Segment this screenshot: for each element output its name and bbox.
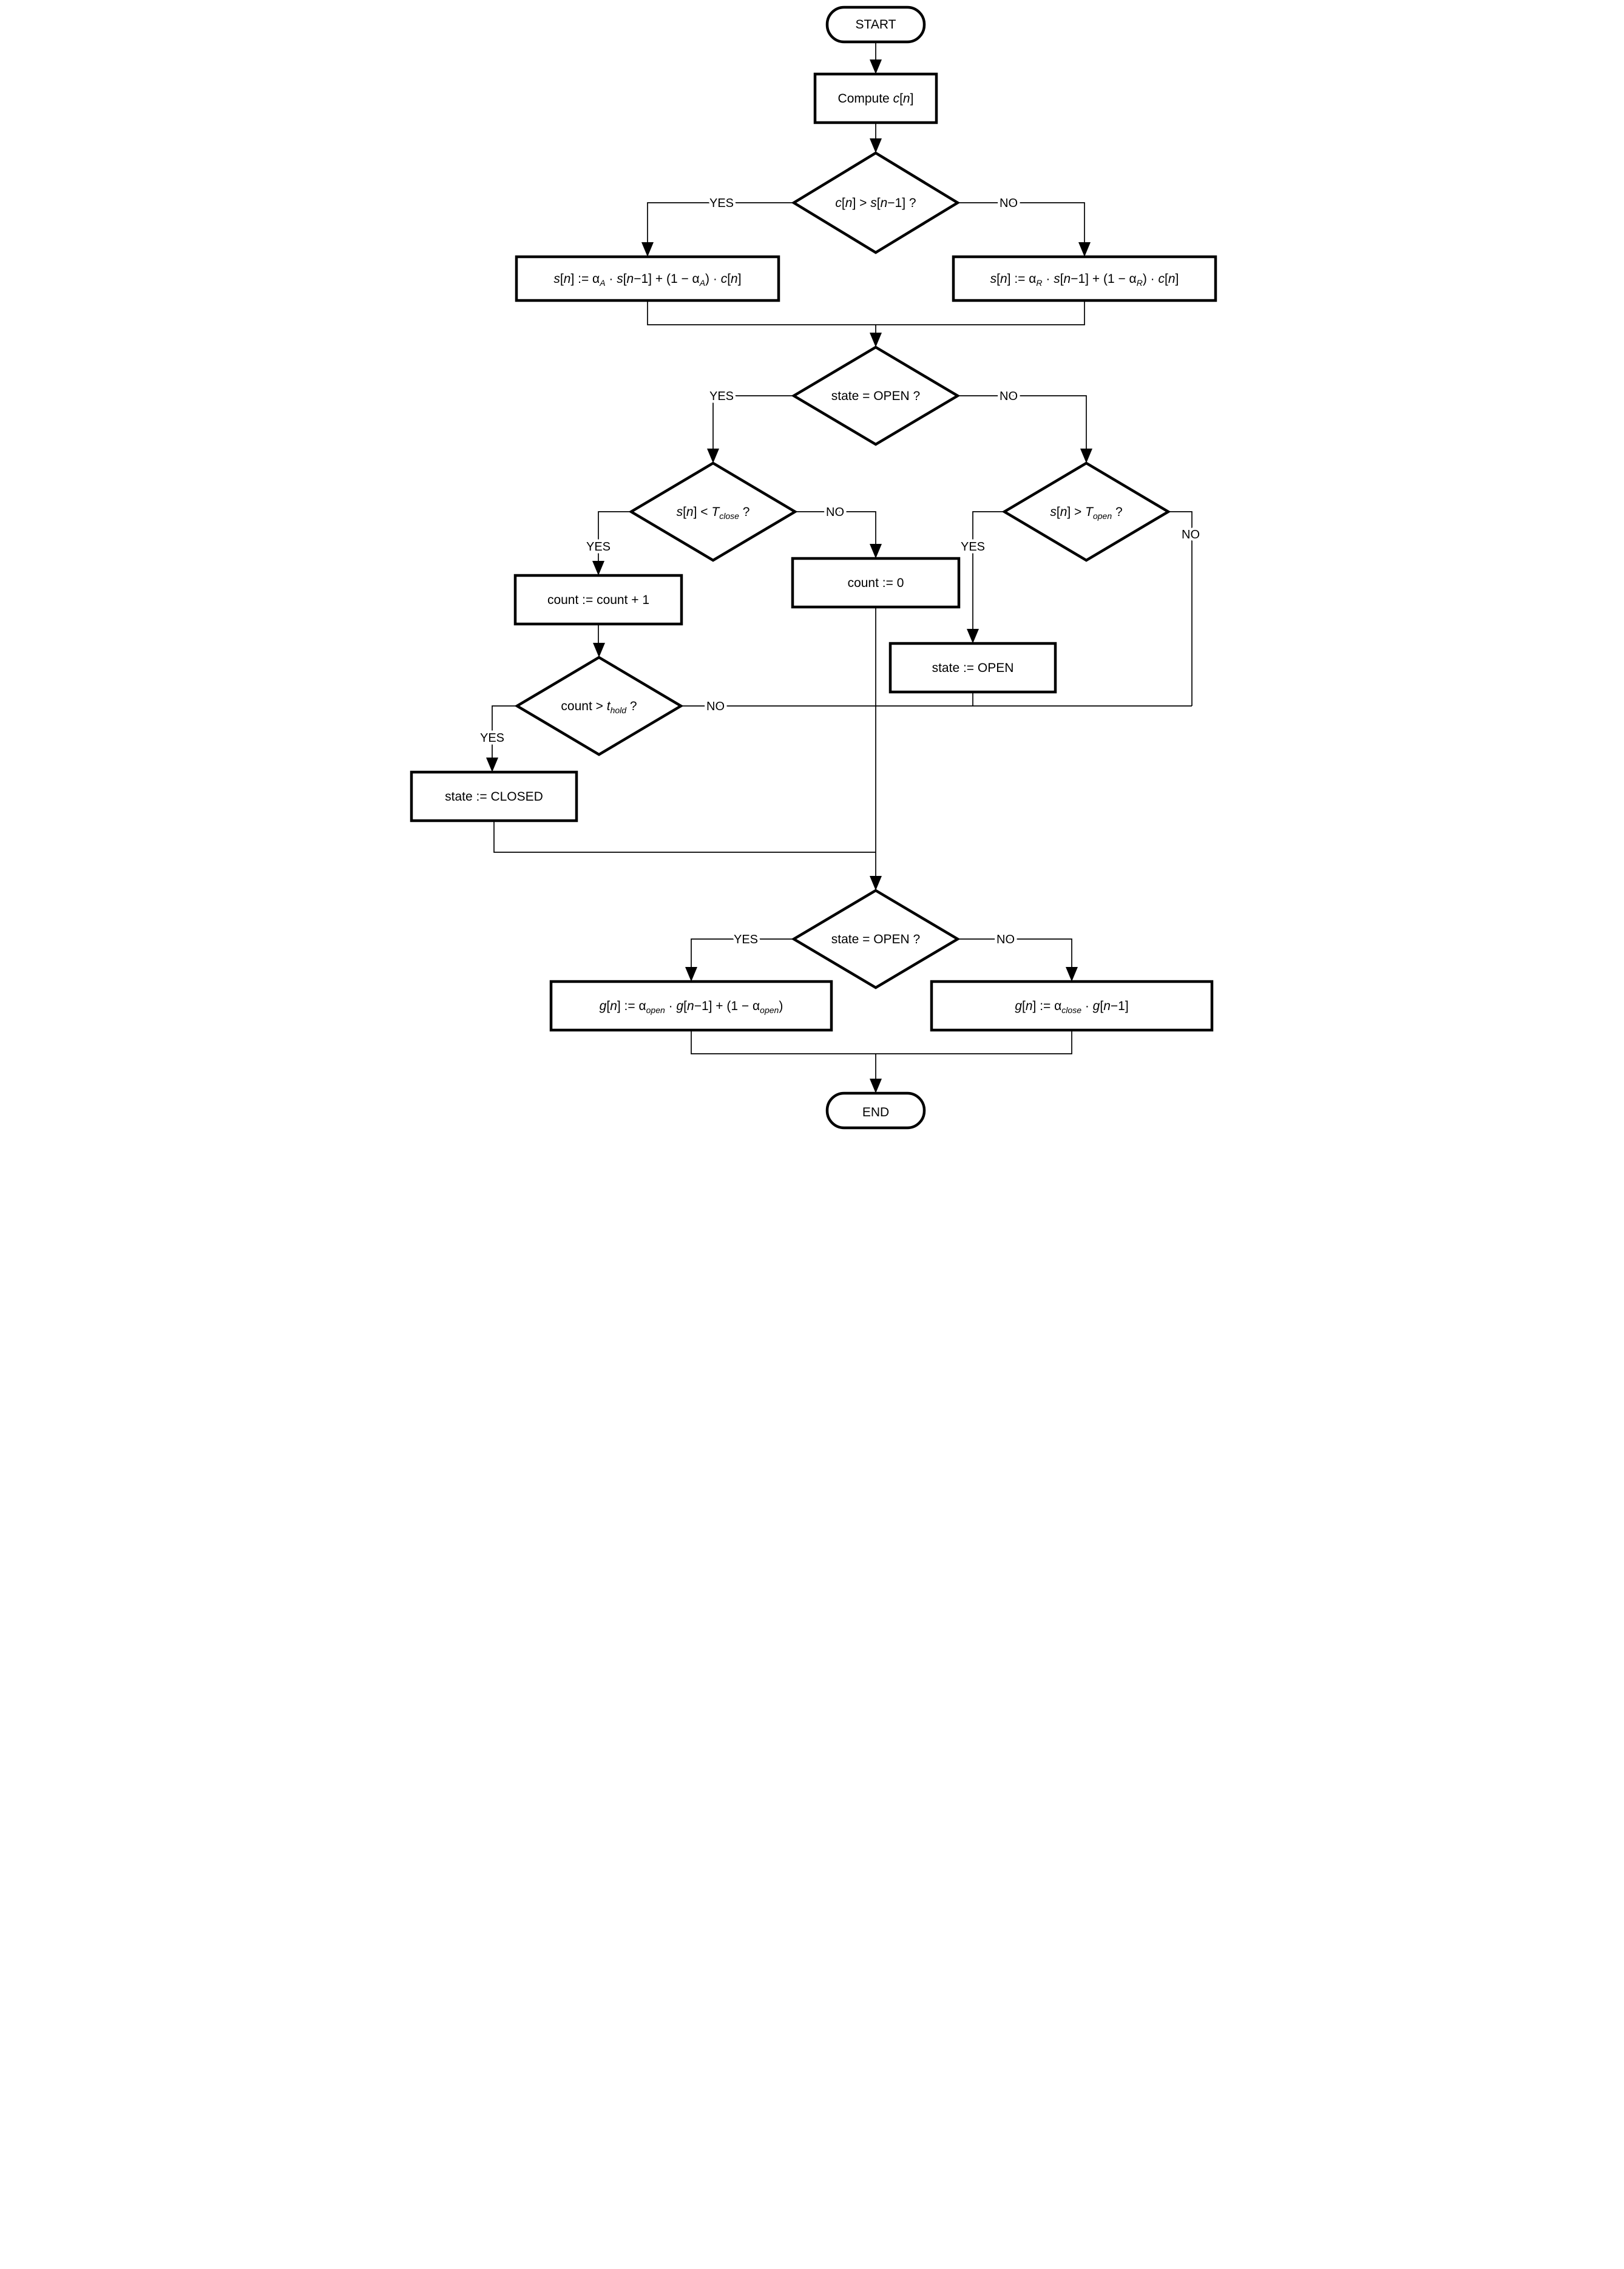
thold-yes-label: YES — [480, 731, 504, 745]
start-terminal — [825, 5, 926, 44]
arrowhead-icon — [870, 333, 882, 347]
state-bottom-no-label: NO — [996, 933, 1015, 946]
edge-closed-return — [493, 821, 876, 853]
reset-count-process — [791, 557, 961, 609]
release-update-label: s[n] := αR · s[n−1] + (1 − αR) · c[n] — [990, 272, 1179, 288]
arrowhead-icon — [967, 629, 979, 643]
state-top-yes-label: YES — [709, 390, 734, 403]
end-terminal — [825, 1091, 926, 1130]
state-open-top-label: state = OPEN ? — [831, 389, 921, 403]
arrowhead-icon — [641, 242, 654, 257]
close-threshold-label: s[n] < Tclose ? — [677, 505, 750, 521]
compute-process — [813, 72, 938, 124]
end-label: END — [862, 1105, 889, 1119]
gain-close-label: g[n] := αclose · g[n−1] — [1015, 999, 1128, 1015]
edge-envelope-yes — [647, 202, 794, 242]
thold-no-label: NO — [706, 700, 725, 713]
arrowhead-icon — [870, 876, 882, 890]
arrowhead-icon — [707, 449, 719, 463]
set-state-open-label: state := OPEN — [932, 661, 1014, 675]
state-open-decision-bottom — [791, 889, 961, 989]
gain-open-label: g[n] := αopen · g[n−1] + (1 − αopen) — [600, 999, 783, 1015]
increment-count-process — [513, 574, 683, 626]
set-state-open-process — [888, 642, 1057, 694]
edge-stateopen1-yes — [712, 395, 794, 449]
close-threshold-decision — [628, 461, 798, 562]
set-state-closed-process — [410, 770, 578, 822]
edge-gain-merge — [691, 1030, 1072, 1054]
topen-yes-label: YES — [961, 540, 985, 554]
attack-update-label: s[n] := αA · s[n−1] + (1 − αA) · c[n] — [553, 272, 741, 288]
state-open-decision-top — [791, 345, 961, 446]
open-threshold-decision — [1001, 461, 1171, 562]
set-state-closed-label: state := CLOSED — [445, 790, 543, 804]
arrowhead-icon — [870, 59, 882, 74]
edge-stateopen1-no — [958, 395, 1087, 449]
gain-close-process — [930, 980, 1214, 1032]
flowchart-page: START Compute c[n] c[n] > s[n−1] ? s[n] … — [406, 0, 1218, 1134]
flowchart-canvas: START Compute c[n] c[n] > s[n−1] ? s[n] … — [410, 5, 1217, 1130]
edge-tclose-no — [795, 511, 876, 544]
compute-label: Compute c[n] — [838, 92, 914, 106]
gain-open-process — [549, 980, 833, 1032]
state-top-no-label: NO — [1000, 390, 1018, 403]
tclose-no-label: NO — [826, 506, 844, 519]
arrowhead-icon — [1078, 242, 1091, 257]
envelope-no-label: NO — [1000, 197, 1018, 210]
arrowhead-icon — [1080, 449, 1092, 463]
envelope-decision-label: c[n] > s[n−1] ? — [835, 196, 916, 210]
arrowhead-icon — [870, 544, 882, 558]
topen-no-label: NO — [1182, 528, 1200, 541]
arrowhead-icon — [593, 643, 605, 657]
open-threshold-label: s[n] > Topen ? — [1050, 505, 1122, 521]
arrowhead-icon — [870, 138, 882, 153]
arrowhead-icon — [486, 758, 498, 772]
envelope-yes-label: YES — [709, 197, 734, 210]
hold-count-label: count > thold ? — [561, 699, 637, 715]
edge-topen-no — [1168, 511, 1193, 706]
edge-gate-yes — [691, 938, 794, 967]
start-label: START — [856, 18, 896, 32]
edge-thold-yes — [492, 705, 517, 758]
release-update-process — [952, 255, 1217, 302]
tclose-yes-label: YES — [586, 540, 611, 554]
arrowhead-icon — [870, 1079, 882, 1093]
arrowhead-icon — [1066, 967, 1078, 982]
increment-count-label: count := count + 1 — [547, 593, 649, 607]
edge-smoother-merge — [647, 300, 1085, 325]
edge-envelope-no — [958, 202, 1085, 242]
attack-update-process — [515, 255, 780, 302]
state-open-bottom-label: state = OPEN ? — [831, 932, 921, 946]
hold-count-decision — [514, 656, 684, 756]
envelope-compare-decision — [791, 151, 961, 254]
state-bottom-yes-label: YES — [734, 933, 758, 946]
edge-gate-no — [958, 938, 1072, 967]
edge-topen-yes — [972, 511, 1004, 629]
reset-count-label: count := 0 — [848, 576, 904, 590]
arrowhead-icon — [685, 967, 697, 982]
arrowhead-icon — [592, 561, 604, 575]
edge-tclose-yes — [598, 511, 631, 561]
